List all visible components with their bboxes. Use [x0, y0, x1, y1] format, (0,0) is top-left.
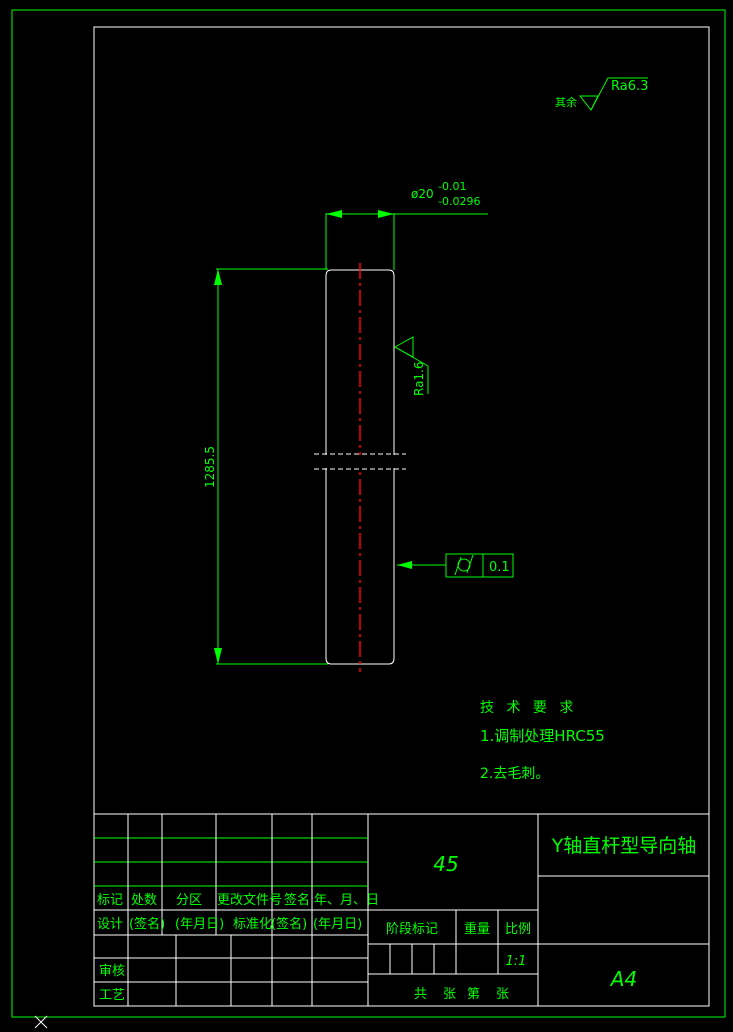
tech-req-item-2: 2.去毛刺。	[480, 766, 549, 782]
length-arrowheads	[214, 269, 222, 664]
diameter-arrowheads	[326, 210, 394, 218]
material-text: 45	[433, 852, 458, 876]
header-date: 年、月、日	[314, 893, 379, 908]
sheets-current-unit: 张	[496, 987, 509, 1002]
sheets-total-label: 共	[414, 987, 427, 1002]
title-block	[94, 813, 709, 1006]
tolerance-frame	[445, 553, 514, 578]
diameter-base-text: ø20	[411, 187, 434, 201]
shaft-outline	[325, 269, 395, 665]
process-label: 工艺	[99, 988, 125, 1003]
sheet-size-text: A4	[609, 967, 637, 991]
break-lines	[314, 453, 406, 470]
length-dimension	[216, 268, 328, 665]
header-zone: 分区	[176, 893, 202, 908]
tolerance-value: 0.1	[489, 560, 510, 575]
surface-roughness-value: Ra1.6	[412, 361, 426, 396]
tech-req-heading: 技 术 要 求	[480, 700, 577, 716]
scale-value: 1:1	[506, 954, 527, 969]
weight-label: 重量	[464, 921, 490, 937]
surface-roughness-icon	[393, 336, 429, 394]
design-label: 设计	[97, 917, 123, 932]
cylindricity-icon	[454, 554, 474, 576]
design-signature: (签名)	[129, 916, 165, 932]
roughness-general-value: Ra6.3	[611, 79, 648, 94]
tech-req-item-1: 1.调制处理HRC55	[480, 727, 605, 745]
sheets-total-unit: 张	[443, 987, 456, 1002]
inner-frame	[93, 26, 710, 1007]
standardization-signature: (签名)	[271, 916, 307, 932]
diameter-dimension	[325, 213, 488, 270]
header-change-doc: 更改文件号	[217, 893, 282, 908]
roughness-general-prefix: 其余	[555, 95, 577, 109]
sheets-current-label: 第	[467, 987, 480, 1002]
length-text: 1285.5	[203, 446, 217, 488]
crosshair-cursor-icon	[34, 1015, 48, 1029]
header-count: 处数	[131, 893, 157, 908]
outer-frame	[11, 9, 726, 1018]
header-signature: 签名	[284, 892, 310, 908]
roughness-symbol-icon	[578, 77, 648, 111]
break-gap	[324, 455, 396, 468]
standardization-label: 标准化	[233, 917, 272, 932]
header-mark: 标记	[97, 893, 123, 908]
tolerance-arrowhead	[397, 561, 412, 569]
diameter-lower-tolerance: -0.0296	[438, 195, 480, 208]
stage-mark-label: 阶段标记	[386, 922, 438, 937]
review-label: 审核	[99, 964, 125, 979]
scale-label: 比例	[505, 922, 531, 937]
part-name-text: Y轴直杆型导向轴	[551, 835, 697, 857]
standardization-date: (年月日)	[313, 917, 362, 932]
design-date: (年月日)	[175, 917, 224, 932]
diameter-upper-tolerance: -0.01	[438, 180, 466, 193]
